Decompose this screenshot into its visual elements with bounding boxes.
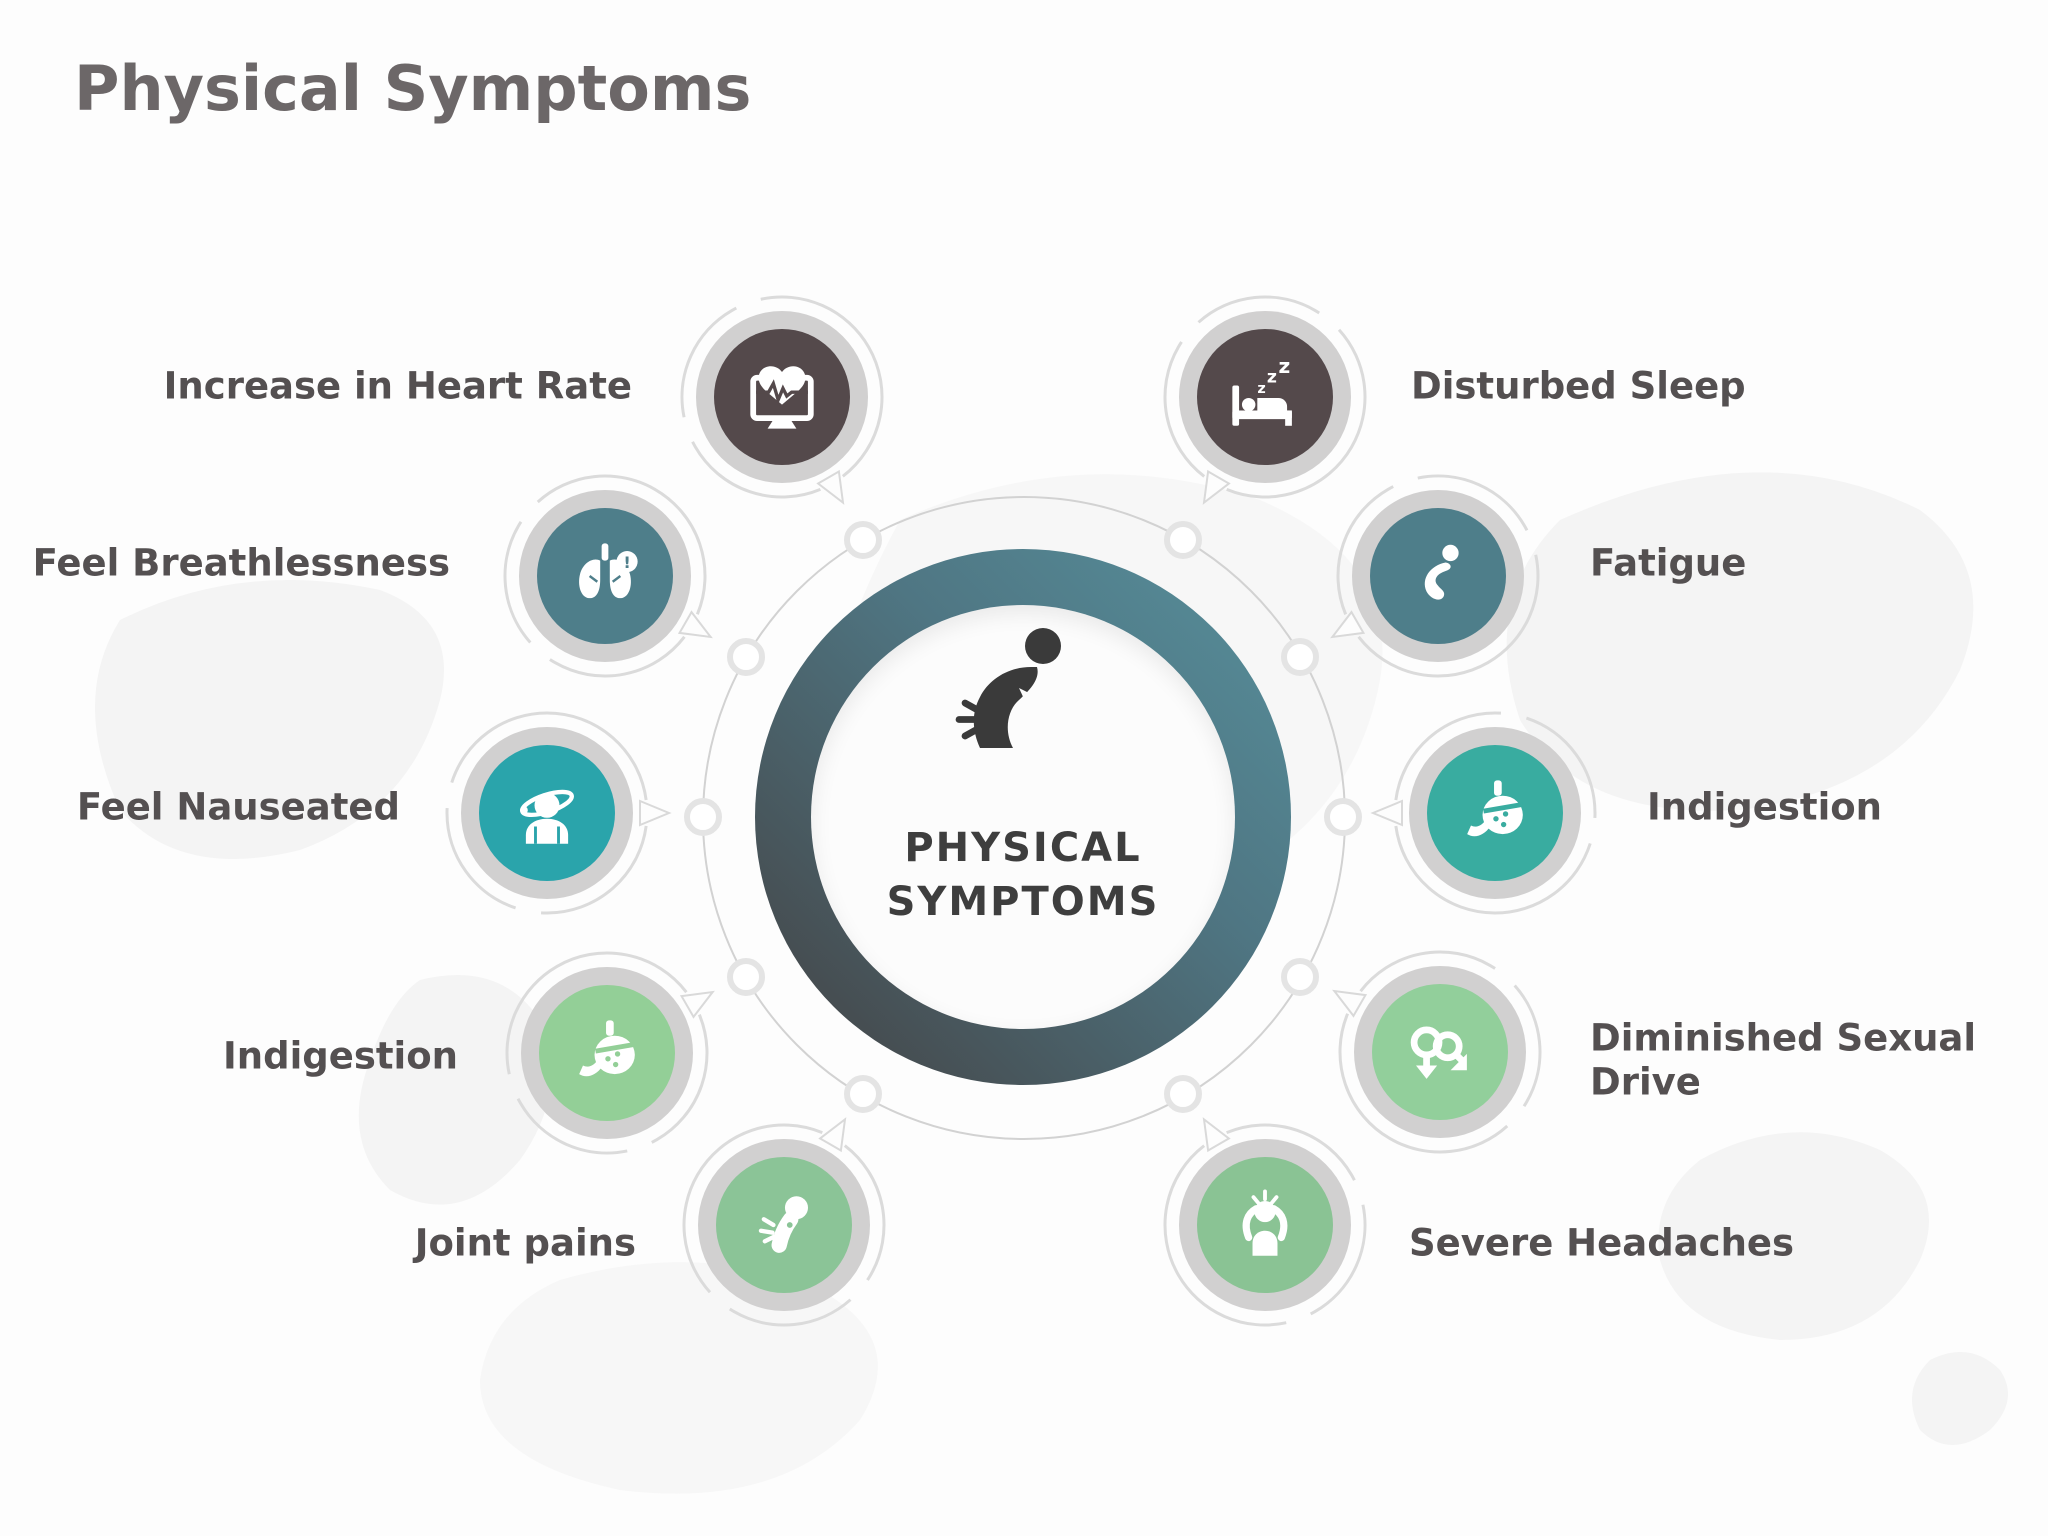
connector-ring-node bbox=[1164, 1075, 1202, 1114]
satellite-increase-in-heart-rate bbox=[675, 290, 889, 505]
hub-title: PHYSICAL SYMPTOMS bbox=[887, 821, 1160, 929]
satellite-arc bbox=[680, 295, 884, 505]
label-joint-pains: Joint pains bbox=[414, 1221, 636, 1265]
satellite-indigestion-left bbox=[500, 946, 715, 1160]
label-severe-headaches: Severe Headaches bbox=[1409, 1221, 1795, 1265]
label-fatigue: Fatigue bbox=[1590, 541, 1747, 585]
satellite-diminished-sexual-drive bbox=[1332, 945, 1547, 1159]
dizzy-person-icon bbox=[499, 765, 595, 861]
diminished-libido-icon bbox=[1392, 1004, 1488, 1100]
label-diminished-sexual-drive: Diminished Sexual Drive bbox=[1590, 1016, 1977, 1103]
satellite-severe-headaches bbox=[1158, 1117, 1372, 1332]
hub-title-line2: SYMPTOMS bbox=[886, 879, 1160, 925]
connector-ring-node bbox=[844, 1075, 882, 1114]
connector-ring-node bbox=[1281, 638, 1320, 676]
label-indigestion-right: Indigestion bbox=[1647, 785, 1883, 829]
satellite-arc bbox=[1330, 474, 1540, 678]
back-pain-person-icon bbox=[923, 610, 1103, 790]
satellite-arc bbox=[1163, 295, 1367, 505]
satellite-joint-pains bbox=[677, 1117, 891, 1332]
label-increase-in-heart-rate: Increase in Heart Rate bbox=[163, 364, 632, 408]
label-indigestion-left: Indigestion bbox=[222, 1034, 458, 1078]
connector-ring-node bbox=[1281, 958, 1320, 996]
sleeping-bed-icon bbox=[1217, 349, 1313, 445]
page-title: Physical Symptoms bbox=[74, 52, 752, 125]
joint-pain-icon bbox=[736, 1177, 832, 1273]
lungs-alert-icon bbox=[557, 528, 653, 624]
label-feel-breathlessness: Feel Breathlessness bbox=[32, 541, 450, 585]
connector-ring-node bbox=[1324, 798, 1362, 836]
satellite-arc bbox=[682, 1117, 886, 1327]
satellite-fatigue bbox=[1330, 469, 1545, 683]
connector-ring-node bbox=[684, 798, 722, 836]
satellite-disturbed-sleep bbox=[1158, 290, 1372, 505]
satellite-arc bbox=[503, 474, 713, 678]
satellite-arc bbox=[445, 711, 672, 915]
connector-ring-node bbox=[844, 520, 882, 559]
connector-ring-node bbox=[726, 958, 765, 996]
satellite-arc bbox=[1163, 1117, 1367, 1327]
headache-icon bbox=[1217, 1177, 1313, 1273]
connector-ring-node bbox=[726, 638, 765, 676]
label-disturbed-sleep: Disturbed Sleep bbox=[1411, 364, 1746, 408]
hub-title-line1: PHYSICAL bbox=[904, 825, 1142, 871]
fatigued-person-icon bbox=[1390, 528, 1486, 624]
label-feel-nauseated: Feel Nauseated bbox=[76, 785, 400, 829]
satellite-feel-nauseated bbox=[440, 706, 672, 920]
satellite-feel-breathlessness bbox=[498, 469, 713, 683]
connector-ring-node bbox=[1164, 520, 1202, 559]
satellite-arc bbox=[1370, 711, 1597, 915]
satellite-arc bbox=[1332, 950, 1542, 1154]
heart-rate-monitor-icon bbox=[734, 349, 830, 445]
stomach-icon bbox=[559, 1005, 655, 1101]
satellite-arc bbox=[505, 951, 715, 1155]
stomach-icon bbox=[1447, 765, 1543, 861]
satellite-indigestion-right bbox=[1370, 706, 1602, 920]
